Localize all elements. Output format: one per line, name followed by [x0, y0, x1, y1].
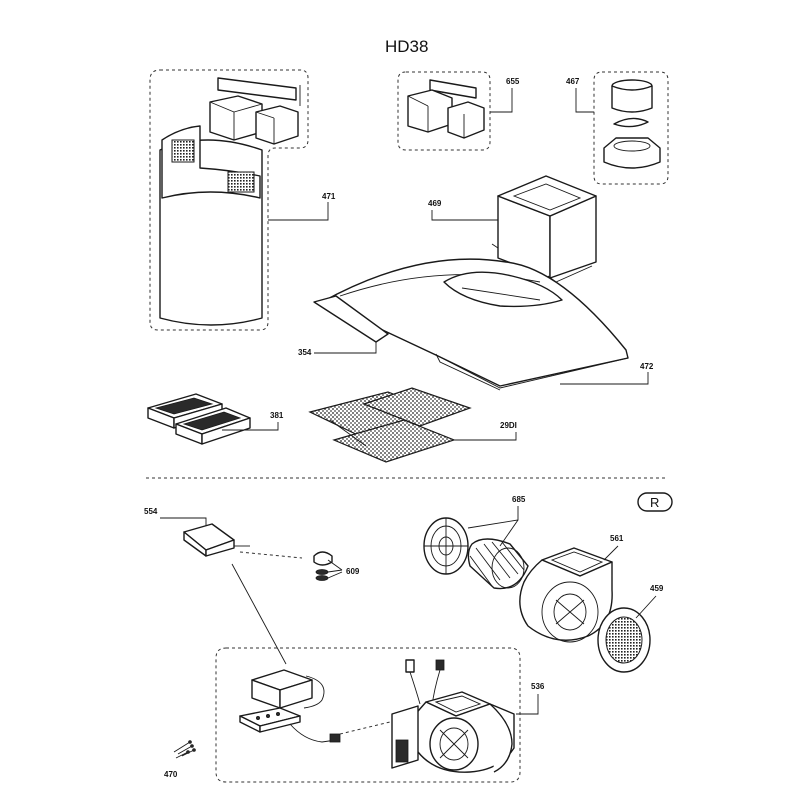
- label-467: 467: [566, 77, 580, 86]
- r-mark: R: [637, 492, 673, 512]
- r-mark-text: R: [650, 495, 659, 510]
- label-469: 469: [428, 199, 442, 208]
- label-459: 459: [650, 584, 664, 593]
- backdraft-flap: [613, 117, 649, 128]
- lamp-body: [313, 551, 333, 566]
- chimney-bracket: [217, 77, 297, 101]
- collar-base: [603, 137, 661, 169]
- label-354: 354: [298, 348, 312, 357]
- lamp-ring-1: [315, 569, 329, 575]
- capacitor-1: [405, 659, 415, 673]
- lamp-609: 609: [313, 551, 360, 581]
- adaptor-655-box-right: [447, 101, 485, 139]
- grease-filter-2: [362, 387, 472, 427]
- chimney-adaptor-box-right: [255, 105, 299, 145]
- label-381: 381: [270, 411, 284, 420]
- canopy-472: 472: [321, 258, 654, 391]
- grille-plate-459: 459: [597, 584, 664, 673]
- label-29DI: 29DI: [500, 421, 517, 430]
- motor-group-outline: [215, 647, 521, 783]
- fan-wheel-685: 685: [423, 495, 529, 590]
- connecting-wire: [231, 563, 287, 665]
- label-536: 536: [531, 682, 545, 691]
- adaptor-group-467: 467: [566, 71, 669, 185]
- grille-mesh: [605, 616, 643, 664]
- canopy-top-opening: [443, 271, 563, 308]
- housing-scroll: [519, 559, 613, 641]
- collar-tube: [611, 85, 653, 113]
- adaptor-group-655: 655: [397, 71, 520, 151]
- housing-box-top: [497, 175, 597, 217]
- chimney-group: 471: [149, 69, 336, 331]
- lamp-ring-2: [315, 575, 329, 581]
- motor-control-group-536: 536: [215, 647, 545, 783]
- adaptor-655-box-left: [407, 89, 453, 133]
- diagram-title: HD38: [385, 37, 428, 56]
- label-471: 471: [322, 192, 336, 201]
- motor-housing-469: 469: [428, 175, 597, 283]
- chimney-group-outline: [149, 69, 309, 331]
- label-472: 472: [640, 362, 654, 371]
- adaptor-467-outline: [593, 71, 669, 185]
- grease-filters-29DI: 29DI: [308, 387, 517, 463]
- blower-wheel: [467, 538, 529, 590]
- front-strip-354: 354: [298, 295, 389, 357]
- label-470: 470: [164, 770, 178, 779]
- chimney-vent-grille-top: [171, 139, 195, 163]
- transformer-554: 554: [144, 507, 303, 559]
- label-685: 685: [512, 495, 526, 504]
- r-mark-badge: [637, 492, 673, 512]
- capacitor-2: [435, 659, 445, 671]
- chimney-vent-grille-bottom: [227, 171, 255, 193]
- connector-plug: [329, 733, 341, 743]
- adaptor-655-bracket: [429, 79, 477, 99]
- label-554: 554: [144, 507, 158, 516]
- adaptor-655-outline: [397, 71, 491, 151]
- label-609: 609: [346, 567, 360, 576]
- label-655: 655: [506, 77, 520, 86]
- charcoal-filters-381: 381: [147, 393, 284, 445]
- front-strip: [313, 295, 389, 343]
- chimney-adaptor-box-left: [209, 95, 263, 141]
- screws-470: 470: [164, 740, 196, 779]
- label-561: 561: [610, 534, 624, 543]
- motor-cable-sleeve: [395, 739, 409, 763]
- blower-housing-561: 561: [519, 534, 624, 643]
